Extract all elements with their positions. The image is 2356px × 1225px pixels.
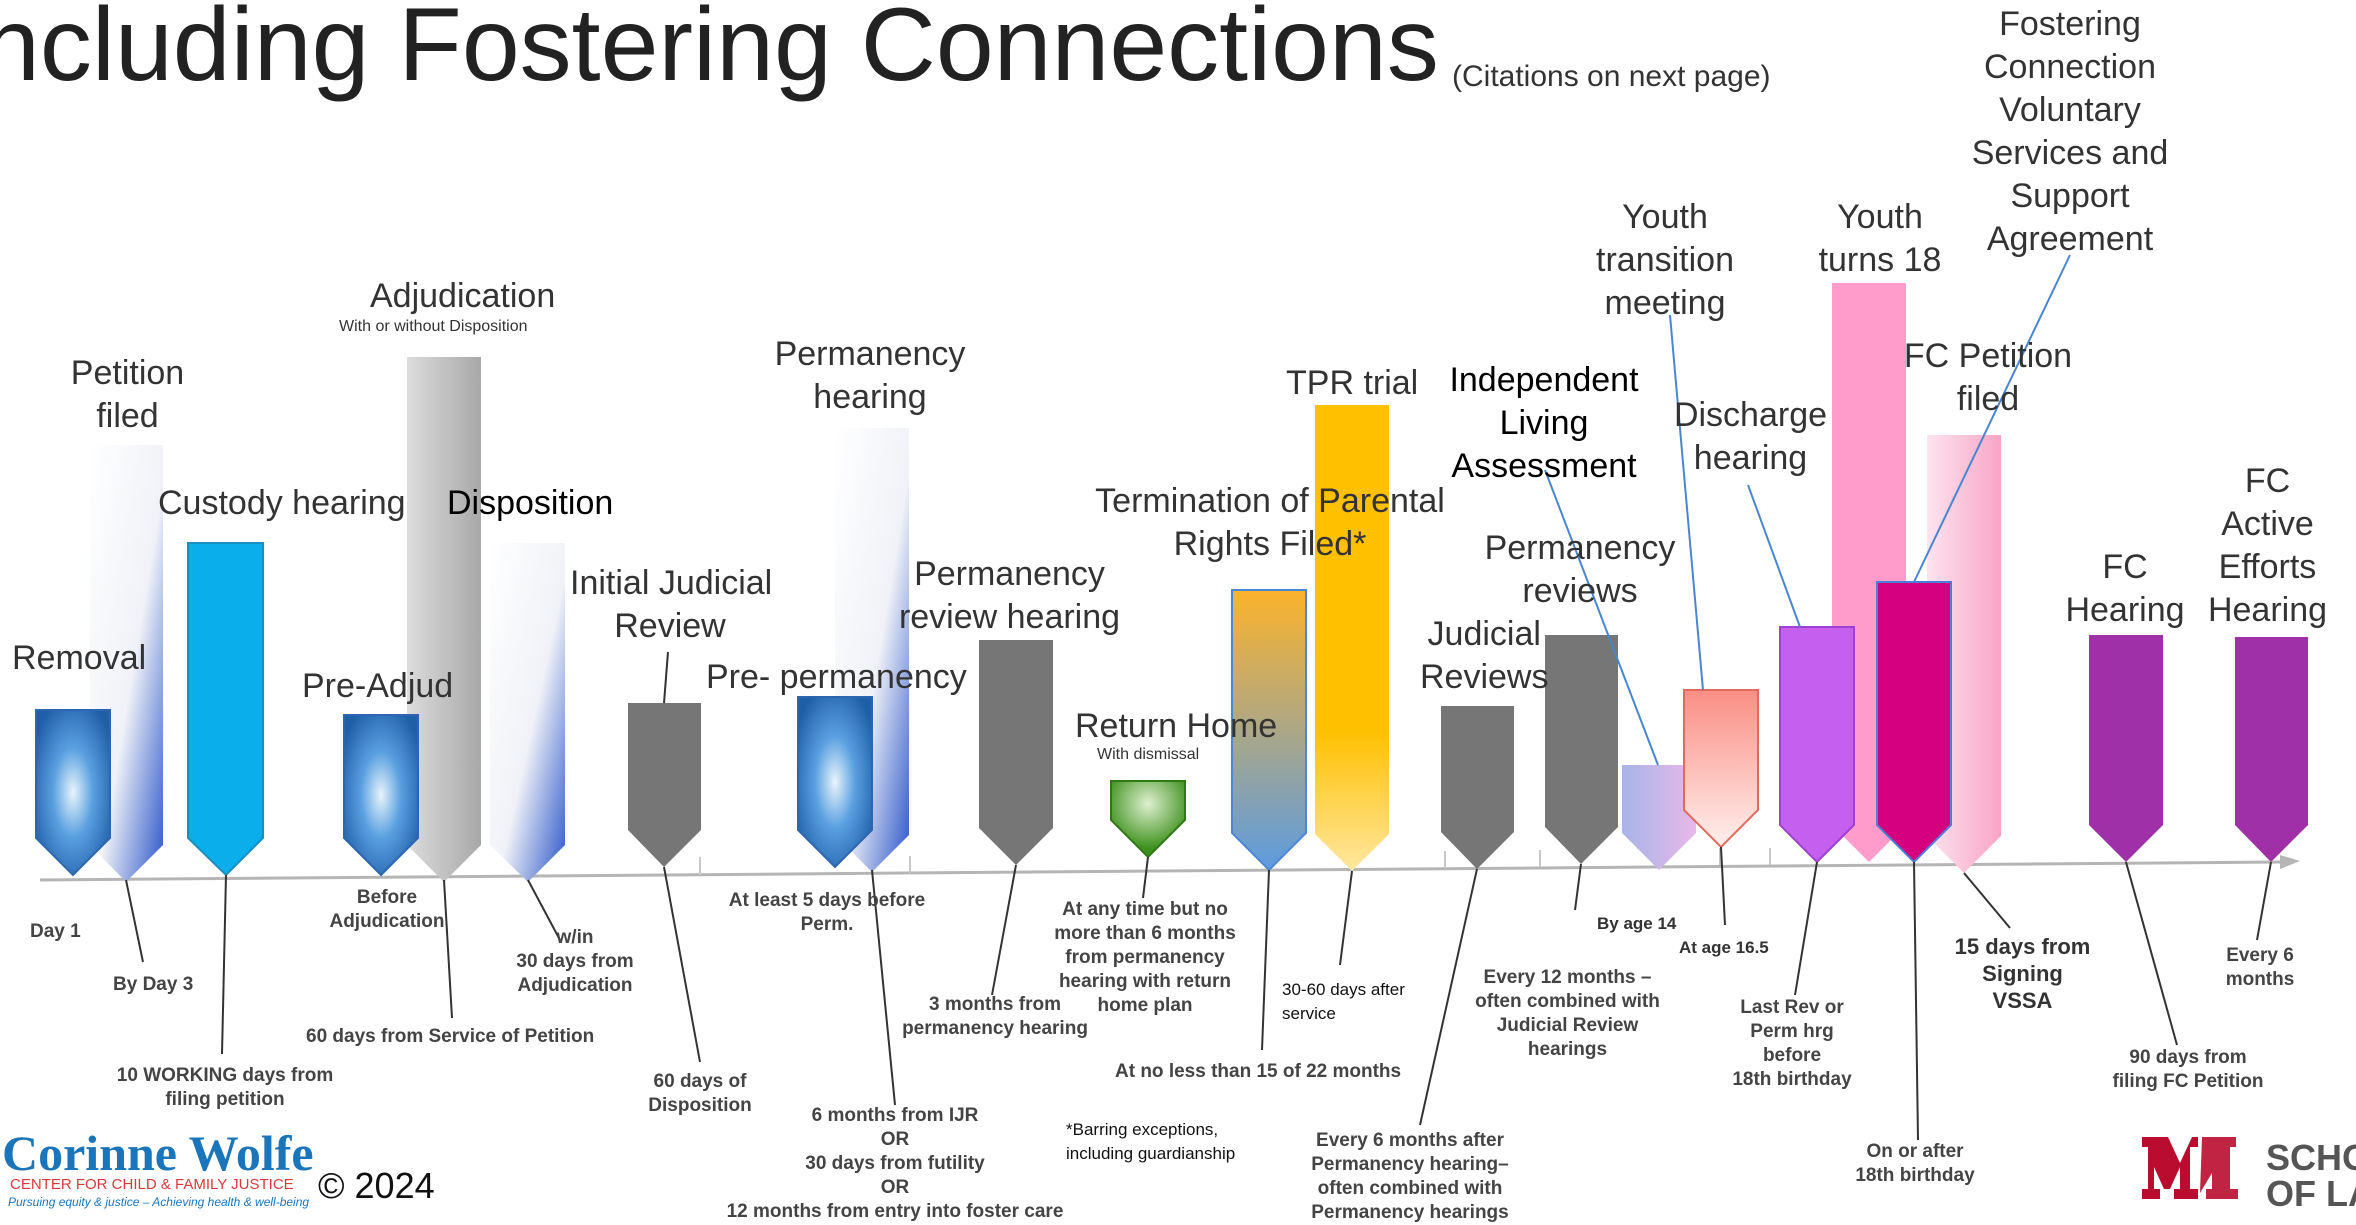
label-adjudication-sub: With or without Disposition <box>339 318 528 335</box>
note-at-age-16-5: At age 16.5 <box>1679 938 1769 957</box>
return-home-arrow <box>1110 780 1186 859</box>
note-no-less-15: At no less than 15 of 22 months <box>1115 1061 1402 1082</box>
label-pre-adjud: Pre-Adjud <box>302 667 454 705</box>
org-subtitle: CENTER FOR CHILD & FAMILY JUSTICE <box>10 1176 294 1193</box>
label-tpr-trial: TPR trial <box>1286 364 1419 402</box>
timeline-axis <box>39 860 2281 882</box>
note-every-12: Every 12 months –often combined with Jud… <box>1475 967 1660 1060</box>
tpr-trial-arrow <box>1315 405 1389 871</box>
fc-active-efforts-arrow <box>2235 637 2308 862</box>
note-by-day3: By Day 3 <box>113 974 194 995</box>
callout-lines <box>125 651 2272 1141</box>
termination-filed-arrow <box>1231 589 1307 872</box>
label-connector-lines <box>1544 254 2071 766</box>
label-adjudication: Adjudication <box>370 277 556 315</box>
judicial-reviews-arrow <box>1441 706 1514 869</box>
independent-living-arrow <box>1622 765 1696 870</box>
note-sixty-service: 60 days from Service of Petition <box>306 1026 595 1047</box>
adjudication-arrow <box>407 357 481 882</box>
fc-hearing-arrow <box>2089 635 2163 862</box>
youth-transition-arrow <box>1683 689 1759 849</box>
initial-judicial-review-arrow <box>628 703 701 867</box>
org-tagline: Pursuing equity & justice – Achieving he… <box>8 1195 310 1209</box>
unm-school-label: SCHOOF LA <box>2266 1137 2356 1214</box>
note-barring: *Barring exceptions,including guardiansh… <box>1066 1120 1236 1163</box>
page-title: ncluding Fostering Connections <box>0 0 1439 103</box>
discharge-hearing-arrow <box>1779 626 1855 864</box>
permanency-review-arrow <box>979 640 1053 865</box>
removal-arrow <box>35 709 111 877</box>
corinne-wolfe-logo: Corinne Wolfe <box>2 1125 314 1181</box>
pre-permanency-arrow <box>797 696 873 869</box>
copyright: © 2024 <box>318 1165 435 1206</box>
note-day1: Day 1 <box>30 921 81 942</box>
note-by-age-14: By age 14 <box>1597 914 1677 933</box>
label-custody-hearing: Custody hearing <box>158 484 406 522</box>
vssa-arrow <box>1876 581 1952 864</box>
disposition-arrow <box>490 543 565 882</box>
axis-ticks <box>699 848 1771 875</box>
label-return-home: Return Home <box>1075 707 1278 745</box>
unm-logo-icon <box>2142 1137 2238 1199</box>
citation-note: (Citations on next page) <box>1452 60 1771 93</box>
custody-hearing-arrow <box>187 542 264 877</box>
label-disposition: Disposition <box>447 484 614 522</box>
axis-arrowhead <box>2280 855 2300 869</box>
pre-adjud-arrow <box>343 714 419 877</box>
label-removal: Removal <box>12 639 147 677</box>
label-pre-permanency: Pre- permanency <box>706 658 967 696</box>
label-return-home-sub: With dismissal <box>1097 746 1200 763</box>
permanency-reviews-arrow <box>1545 635 1618 864</box>
